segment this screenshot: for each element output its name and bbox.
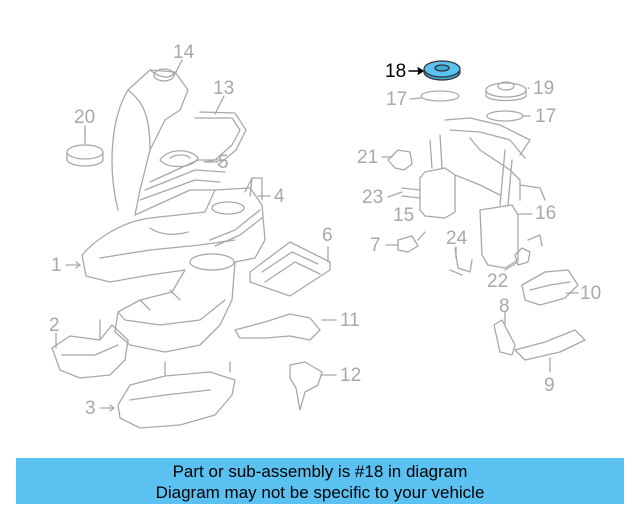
parts-diagram-drawing xyxy=(51,59,586,429)
label-23: 23 xyxy=(362,187,384,208)
label-11: 11 xyxy=(340,310,360,331)
caption-line-2: Diagram may not be specific to your vehi… xyxy=(155,483,485,502)
bracket-11-drawing xyxy=(234,313,321,341)
part-22-drawing xyxy=(514,234,543,266)
heat-shield-10-drawing xyxy=(521,269,579,306)
label-8: 8 xyxy=(499,296,510,317)
label-10: 10 xyxy=(580,283,602,304)
label-22: 22 xyxy=(487,271,509,292)
label-13: 13 xyxy=(213,78,235,99)
leader-lines xyxy=(55,59,579,412)
label-2: 2 xyxy=(49,315,60,336)
part-5-drawing xyxy=(159,150,199,168)
label-16: 16 xyxy=(535,203,557,224)
part-21-drawing xyxy=(387,149,413,171)
bracket-12-drawing xyxy=(289,361,323,411)
label-15: 15 xyxy=(393,205,415,226)
label-4: 4 xyxy=(274,186,285,207)
part-7-drawing xyxy=(397,231,426,253)
ring-17-drawing xyxy=(420,90,460,102)
label-9: 9 xyxy=(544,375,555,396)
label-3: 3 xyxy=(85,398,96,419)
label-5: 5 xyxy=(218,152,229,173)
filler-neck-drawing xyxy=(111,68,263,247)
rail-9-drawing xyxy=(514,329,586,361)
shield-3-drawing xyxy=(117,361,236,429)
part-18-arrow xyxy=(408,67,424,75)
label-14: 14 xyxy=(173,42,195,63)
parts-diagram: 1 2 3 4 5 6 7 8 9 10 11 12 13 14 15 16 1… xyxy=(49,42,602,429)
shield-6-drawing xyxy=(249,241,331,297)
pump-15-drawing xyxy=(401,117,531,219)
label-1: 1 xyxy=(51,255,62,276)
label-24: 24 xyxy=(446,228,468,249)
hose-13-drawing xyxy=(194,111,247,166)
caption-line-1: Part or sub-assembly is #18 in diagram xyxy=(172,462,468,481)
part-18-highlighted xyxy=(423,60,461,81)
label-6: 6 xyxy=(322,225,333,246)
label-17-right: 17 xyxy=(535,106,557,127)
part-8-drawing xyxy=(493,319,516,356)
label-7: 7 xyxy=(370,235,381,256)
label-20: 20 xyxy=(74,107,96,128)
label-21: 21 xyxy=(357,147,379,168)
caption-banner: Part or sub-assembly is #18 in diagram D… xyxy=(16,458,624,504)
rings-19-17-drawing xyxy=(485,81,527,122)
part-24-drawing xyxy=(449,247,473,276)
label-17-left: 17 xyxy=(386,89,408,110)
sender-16-drawing xyxy=(469,137,546,269)
fuel-tank-drawing xyxy=(81,187,266,353)
shield-2-drawing xyxy=(51,319,129,379)
label-12: 12 xyxy=(340,365,362,386)
label-19: 19 xyxy=(533,78,555,99)
bracket-4-drawing xyxy=(244,177,263,201)
label-18-highlighted: 18 xyxy=(385,61,407,82)
